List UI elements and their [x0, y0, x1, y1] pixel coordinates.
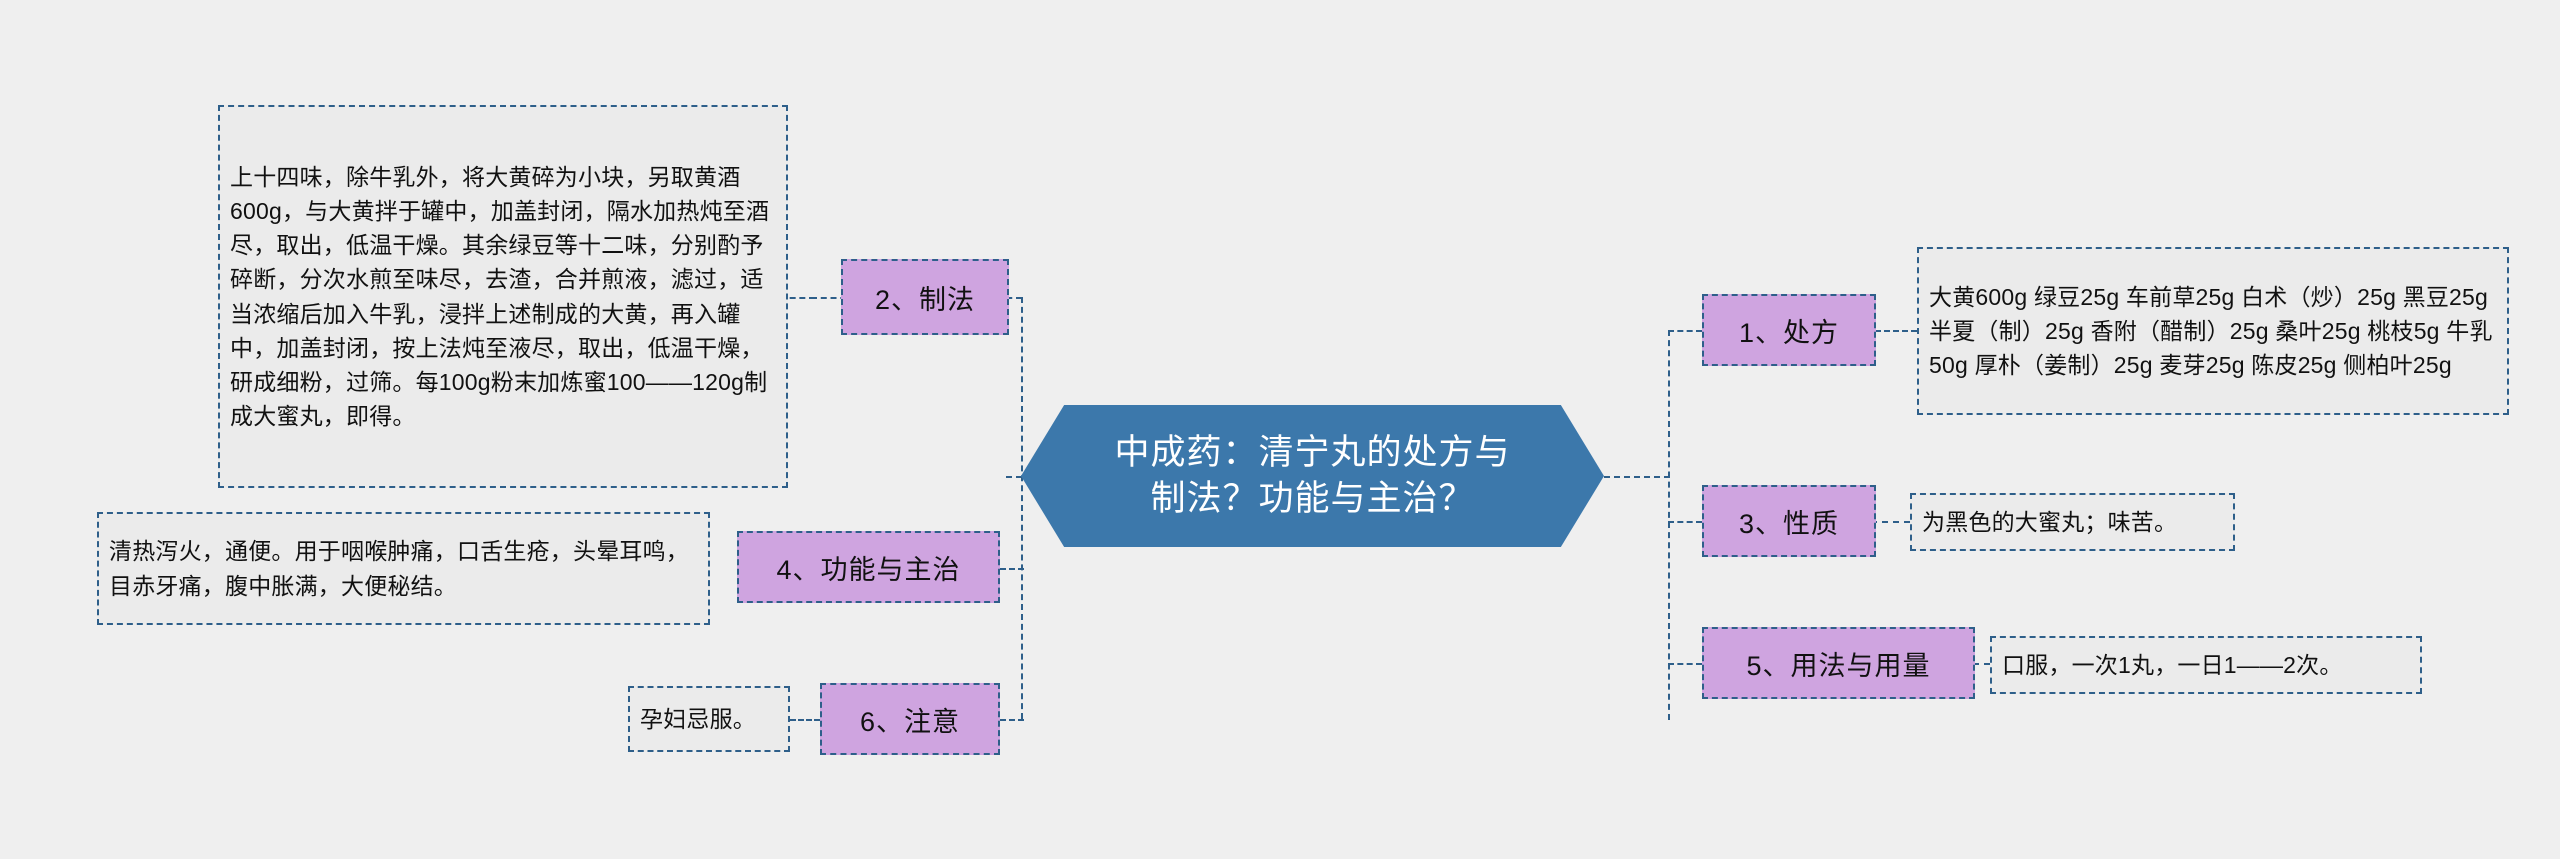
topic-prescription[interactable]: 1、处方 — [1702, 294, 1876, 366]
topic-prescription-label: 1、处方 — [1738, 317, 1840, 348]
preparation-detail-text: 上十四味，除牛乳外，将大黄碎为小块，另取黄酒600g，与大黄拌于罐中，加盖封闭，… — [230, 164, 770, 429]
properties-detail-box: 为黑色的大蜜丸；味苦。 — [1910, 493, 2235, 551]
topic-caution-label: 6、注意 — [859, 706, 961, 737]
topic-dosage[interactable]: 5、用法与用量 — [1702, 627, 1975, 699]
connector-right-trunk — [1668, 330, 1670, 720]
topic-preparation[interactable]: 2、制法 — [841, 259, 1009, 335]
center-title-line2: 制法？功能与主治？ — [1150, 479, 1475, 518]
prescription-detail-text: 大黄600g 绿豆25g 车前草25g 白术（炒）25g 黑豆25g 半夏（制）… — [1929, 283, 2493, 379]
topic-preparation-label: 2、制法 — [874, 284, 976, 315]
center-hexagon-shape — [1021, 405, 1604, 547]
topic-properties[interactable]: 3、性质 — [1702, 485, 1876, 557]
connector-prescription-to-detail — [1875, 330, 1917, 332]
center-title-line1: 中成药：清宁丸的处方与 — [1114, 432, 1511, 472]
topic-dosage-label: 5、用法与用量 — [1746, 650, 1931, 681]
topic-properties-label: 3、性质 — [1738, 508, 1840, 539]
center-topic-node[interactable]: 中成药：清宁丸的处方与 制法？功能与主治？ — [1021, 405, 1604, 547]
connector-center-left-stub — [1006, 476, 1022, 478]
connector-trunk-to-prescription — [1668, 330, 1702, 332]
preparation-detail-box: 上十四味，除牛乳外，将大黄碎为小块，另取黄酒600g，与大黄拌于罐中，加盖封闭，… — [218, 105, 788, 488]
functions-detail-box: 清热泻火，通便。用于咽喉肿痛，口舌生疮，头晕耳鸣，目赤牙痛，腹中胀满，大便秘结。 — [97, 512, 710, 625]
dosage-detail-text: 口服，一次1丸，一日1——2次。 — [2002, 651, 2343, 678]
caution-detail-text: 孕妇忌服。 — [640, 705, 756, 732]
connector-trunk-to-properties — [1668, 521, 1702, 523]
connector-caution-branch — [790, 719, 820, 721]
connector-trunk-to-functions — [1000, 568, 1024, 570]
functions-detail-text: 清热泻火，通便。用于咽喉肿痛，口舌生疮，头晕耳鸣，目赤牙痛，腹中胀满，大便秘结。 — [109, 538, 689, 599]
dosage-detail-box: 口服，一次1丸，一日1——2次。 — [1990, 636, 2422, 694]
connector-trunk-to-caution — [1000, 719, 1024, 721]
prescription-detail-box: 大黄600g 绿豆25g 车前草25g 白术（炒）25g 黑豆25g 半夏（制）… — [1917, 247, 2509, 415]
connector-preparation-to-detail — [780, 297, 815, 299]
topic-caution[interactable]: 6、注意 — [820, 683, 1000, 755]
caution-detail-box: 孕妇忌服。 — [628, 686, 790, 752]
center-topic-text: 中成药：清宁丸的处方与 制法？功能与主治？ — [1021, 405, 1604, 547]
properties-detail-text: 为黑色的大蜜丸；味苦。 — [1922, 508, 2178, 535]
topic-functions-label: 4、功能与主治 — [776, 554, 961, 585]
connector-properties-to-detail — [1860, 521, 1910, 523]
connector-left-trunk — [1021, 297, 1023, 719]
topic-functions[interactable]: 4、功能与主治 — [737, 531, 1000, 603]
connector-trunk-to-dosage — [1668, 663, 1702, 665]
connector-center-right-stub — [1604, 476, 1670, 478]
